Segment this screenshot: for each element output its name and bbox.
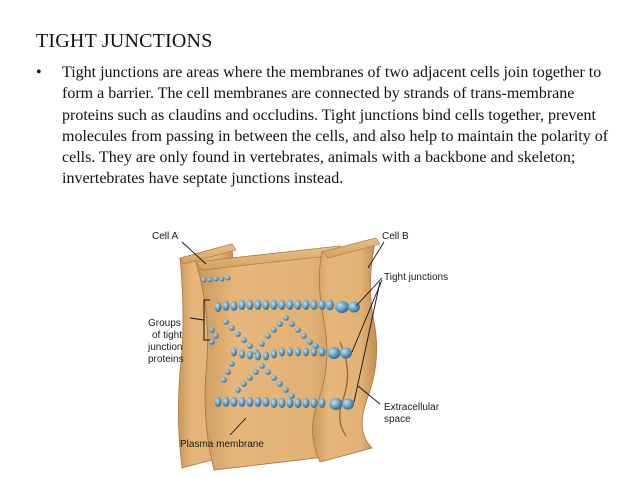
- label-groups-4: proteins: [148, 354, 184, 365]
- bullet-text: Tight junctions are areas where the memb…: [62, 64, 609, 188]
- label-extracellular-1: Extracellular: [384, 402, 440, 413]
- protein-strand-middle: [221, 347, 352, 399]
- slide-title: TIGHT JUNCTIONS: [36, 30, 213, 52]
- leader-lines: [181, 241, 385, 436]
- label-cell-b: Cell B: [382, 231, 409, 242]
- protein-strand-upper: [214, 299, 360, 313]
- label-groups-1: Groups: [148, 318, 181, 329]
- protein-strand-lattice: [209, 315, 319, 355]
- label-tight-junctions: Tight junctions: [384, 272, 448, 283]
- label-extracellular-2: space: [384, 414, 411, 425]
- label-groups-2: of tight: [152, 330, 182, 341]
- protein-strand-top: [201, 275, 231, 283]
- protein-strand-bottom: [214, 397, 354, 410]
- bullet-marker: •: [36, 64, 42, 81]
- label-cell-a: Cell A: [152, 231, 178, 242]
- bullet-item: • Tight junctions are areas where the me…: [36, 62, 616, 190]
- label-groups-3: junction: [147, 342, 182, 353]
- tight-junction-diagram: Cell A Cell B Tight junctions Groups of …: [147, 231, 448, 471]
- label-plasma-membrane: Plasma membrane: [180, 439, 264, 450]
